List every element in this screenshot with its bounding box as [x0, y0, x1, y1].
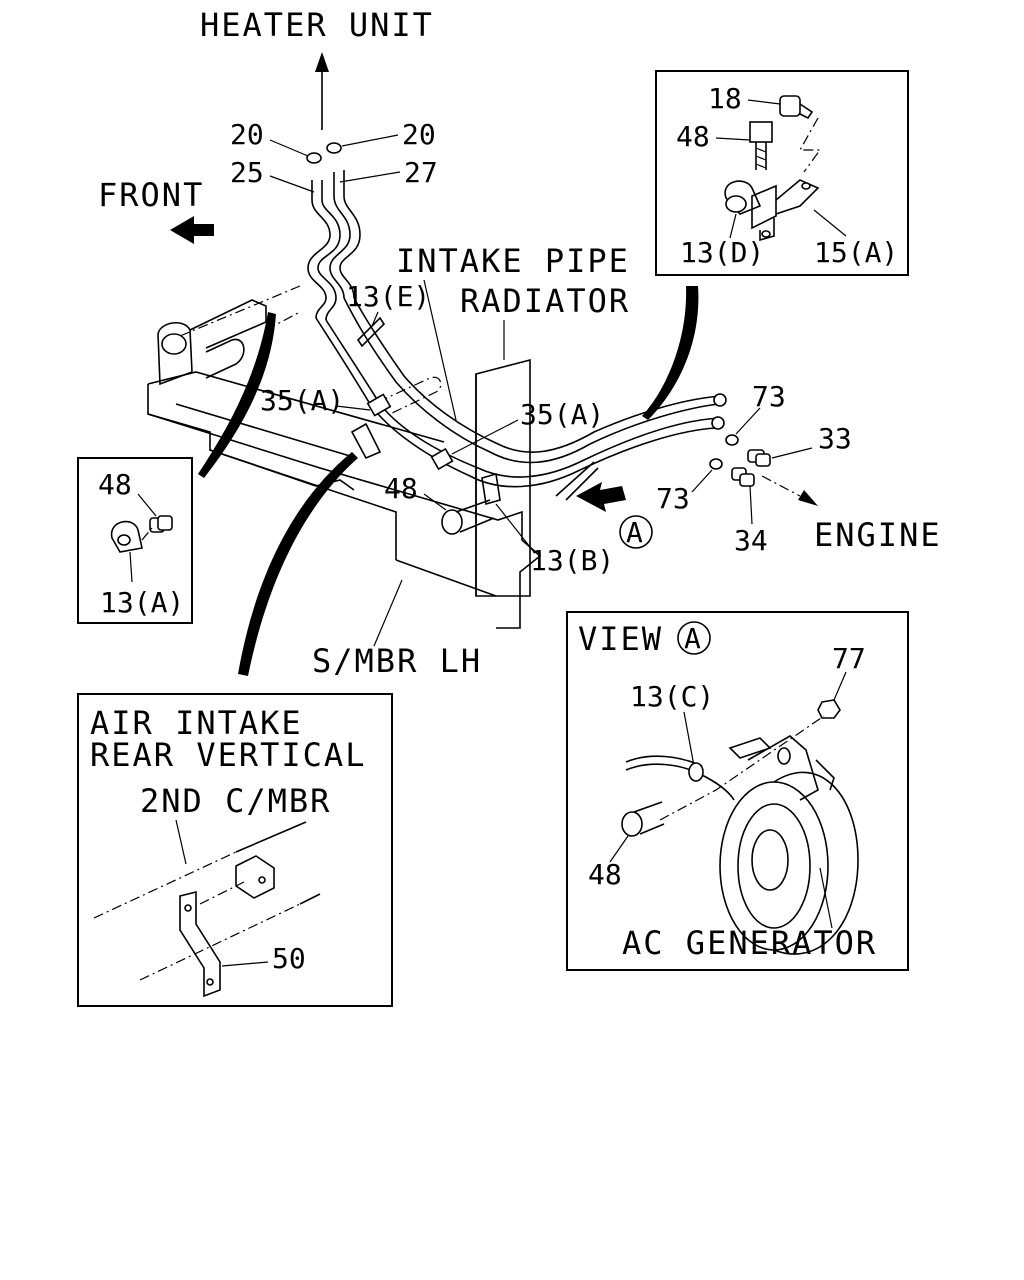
inset-clip-detail-box — [655, 70, 909, 276]
part-label-27: 27 — [404, 156, 438, 189]
part-label-13d: 13(D) — [680, 236, 764, 269]
part-label-13b: 13(B) — [530, 544, 614, 577]
hose-clamp-73-top — [725, 407, 761, 446]
clip-13d-icon — [724, 180, 762, 215]
fitting-34-icon — [731, 467, 755, 525]
front-arrow — [170, 216, 214, 244]
svg-text:A: A — [626, 516, 643, 549]
wire-harness-view-a — [625, 715, 825, 821]
bolt-48-icon — [749, 121, 773, 170]
heater-unit-arrow — [315, 52, 329, 130]
clip-13b-icon — [481, 472, 501, 506]
radiator-label: RADIATOR — [460, 282, 630, 320]
clip-35a-left-icon — [366, 393, 392, 417]
bracket-mount-icon — [235, 855, 275, 899]
main-heater-hose-run — [315, 297, 727, 501]
inset-air-intake-box — [77, 693, 393, 1007]
engine-label: ENGINE — [814, 516, 942, 554]
pointer-from-bottom-inset — [238, 452, 358, 676]
chassis-frame — [147, 285, 542, 629]
part-label-73-bottom: 73 — [656, 482, 690, 515]
bolt-48-view-icon — [621, 801, 665, 837]
inset-clip-13a-box — [77, 457, 193, 624]
view-a-label: VIEW — [578, 620, 663, 658]
part-label-13c: 13(C) — [630, 680, 714, 713]
part-label-13a: 13(A) — [100, 586, 184, 619]
fitting-33-icon — [747, 447, 813, 467]
clip-35a-right-icon — [430, 447, 454, 471]
view-a-circle-label: A — [677, 621, 711, 655]
part-label-77: 77 — [832, 642, 866, 675]
bracket-50-icon — [179, 881, 245, 998]
second-crossmember — [93, 821, 321, 981]
bolt-48-main-icon — [441, 499, 495, 535]
ac-generator — [719, 735, 859, 955]
part-label-48-main: 48 — [384, 472, 418, 505]
hose-clamp-20-left — [269, 139, 322, 164]
part-label-48-inset-top: 48 — [676, 120, 710, 153]
nut-77-icon — [817, 699, 841, 719]
view-a-arrow — [576, 482, 626, 512]
part-label-18: 18 — [708, 82, 742, 115]
part-label-20-left: 20 — [230, 118, 264, 151]
inset-view-a-box — [566, 611, 909, 971]
ac-generator-label: AC GENERATOR — [622, 924, 877, 962]
part-label-25: 25 — [230, 156, 264, 189]
part-label-48-view: 48 — [588, 858, 622, 891]
part-label-73-top: 73 — [752, 380, 786, 413]
smbr-lh-label: S/MBR LH — [312, 642, 482, 680]
air-intake-label-line2: REAR VERTICAL — [90, 736, 366, 774]
bracket-15a-icon — [751, 179, 820, 242]
engine-arrow — [761, 475, 818, 506]
air-intake-label-line1: AIR INTAKE — [90, 704, 303, 742]
heater-unit-label: HEATER UNIT — [200, 6, 434, 44]
part-label-50: 50 — [272, 942, 306, 975]
pointer-from-top-inset — [642, 286, 699, 420]
part-label-15a: 15(A) — [814, 236, 898, 269]
part-label-35a-right: 35(A) — [520, 398, 604, 431]
2nd-cmbr-label: 2ND C/MBR — [140, 782, 331, 820]
intake-pipe-label: INTAKE PIPE — [396, 242, 630, 280]
heater-hose-pair — [307, 170, 361, 321]
part-label-13e: 13(E) — [346, 280, 430, 313]
clip-13a-icon — [111, 515, 173, 553]
hose-clamp-20-right — [326, 134, 399, 154]
part-label-34: 34 — [734, 524, 768, 557]
hose-bracket-icon — [350, 422, 382, 460]
bolt-18-icon — [779, 95, 814, 120]
part-label-35a-left: 35(A) — [260, 384, 344, 417]
svg-text:A: A — [684, 622, 701, 655]
hose-clamp-73-bottom — [691, 458, 723, 493]
callout-a-circle: A — [619, 515, 653, 549]
part-label-20-right: 20 — [402, 118, 436, 151]
part-label-33: 33 — [818, 422, 852, 455]
part-label-48-inset-left: 48 — [98, 468, 132, 501]
front-label: FRONT — [98, 176, 204, 214]
